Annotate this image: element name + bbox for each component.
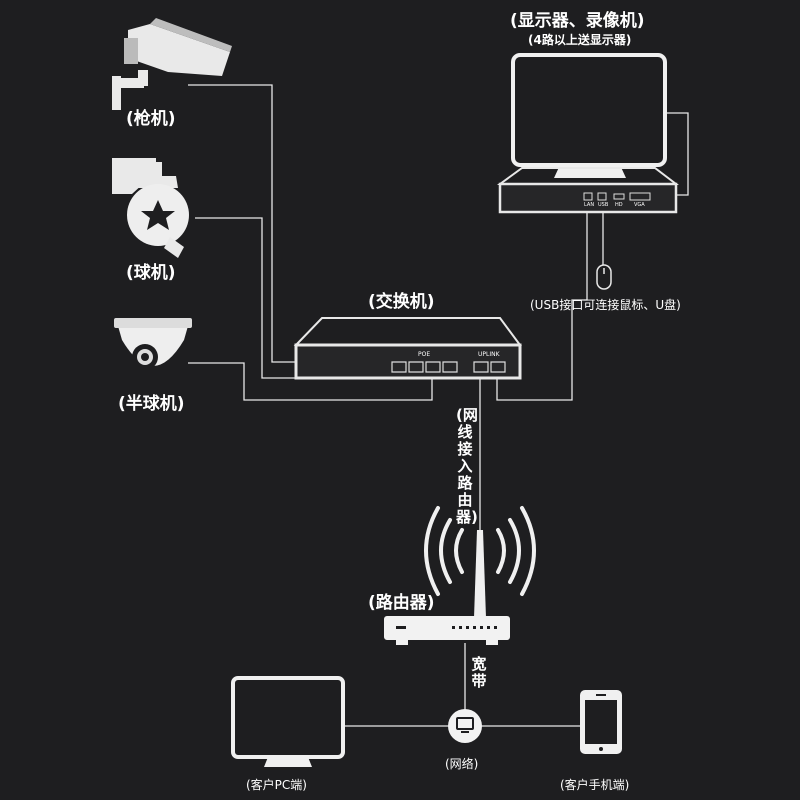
nvr-icon — [496, 167, 679, 214]
display-note-label: (4路以上送显示器) — [528, 33, 632, 47]
half-dome-cable — [188, 362, 433, 401]
network-node-icon — [448, 709, 482, 743]
monitor-cable — [664, 112, 689, 196]
nvr-usb-label: USB — [598, 202, 609, 208]
monitor-icon — [511, 53, 667, 178]
switch-label: (交换机) — [368, 292, 435, 312]
wifi-signal-icon — [424, 506, 536, 596]
nvr-hd-label: HD — [615, 202, 623, 208]
switch-icon — [293, 317, 522, 380]
smartphone-icon — [580, 690, 622, 754]
nvr-vga-label: VGA — [634, 202, 645, 208]
client-phone-label: (客户手机端) — [560, 778, 630, 792]
router-label: (路由器) — [368, 593, 435, 613]
uplink-port-label: UPLINK — [478, 351, 500, 358]
pc-monitor-icon — [231, 676, 345, 767]
nvr-lan-cable — [496, 205, 588, 401]
dome-camera-label: (球机) — [126, 263, 176, 283]
bullet-camera-label: (枪机) — [126, 109, 176, 129]
display-recorder-label: (显示器、录像机) — [510, 11, 645, 31]
dome-camera-icon — [112, 158, 189, 258]
usb-note-label: (USB接口可连接鼠标、U盘) — [530, 298, 681, 312]
bullet-camera-icon — [112, 18, 232, 110]
bullet-camera-cable — [188, 84, 401, 372]
network-to-router-label: (网线接入路由器) — [456, 406, 478, 526]
nvr-lan-label: LAN — [584, 202, 595, 208]
half-dome-camera-icon — [114, 318, 192, 370]
router-icon — [384, 530, 510, 645]
network-label: (网络) — [445, 757, 479, 771]
broadband-label: 宽带 — [471, 655, 487, 690]
half-dome-camera-label: (半球机) — [118, 394, 185, 414]
client-pc-label: (客户PC端) — [246, 778, 307, 792]
poe-port-label: POE — [418, 351, 431, 358]
mouse-icon — [596, 264, 612, 290]
